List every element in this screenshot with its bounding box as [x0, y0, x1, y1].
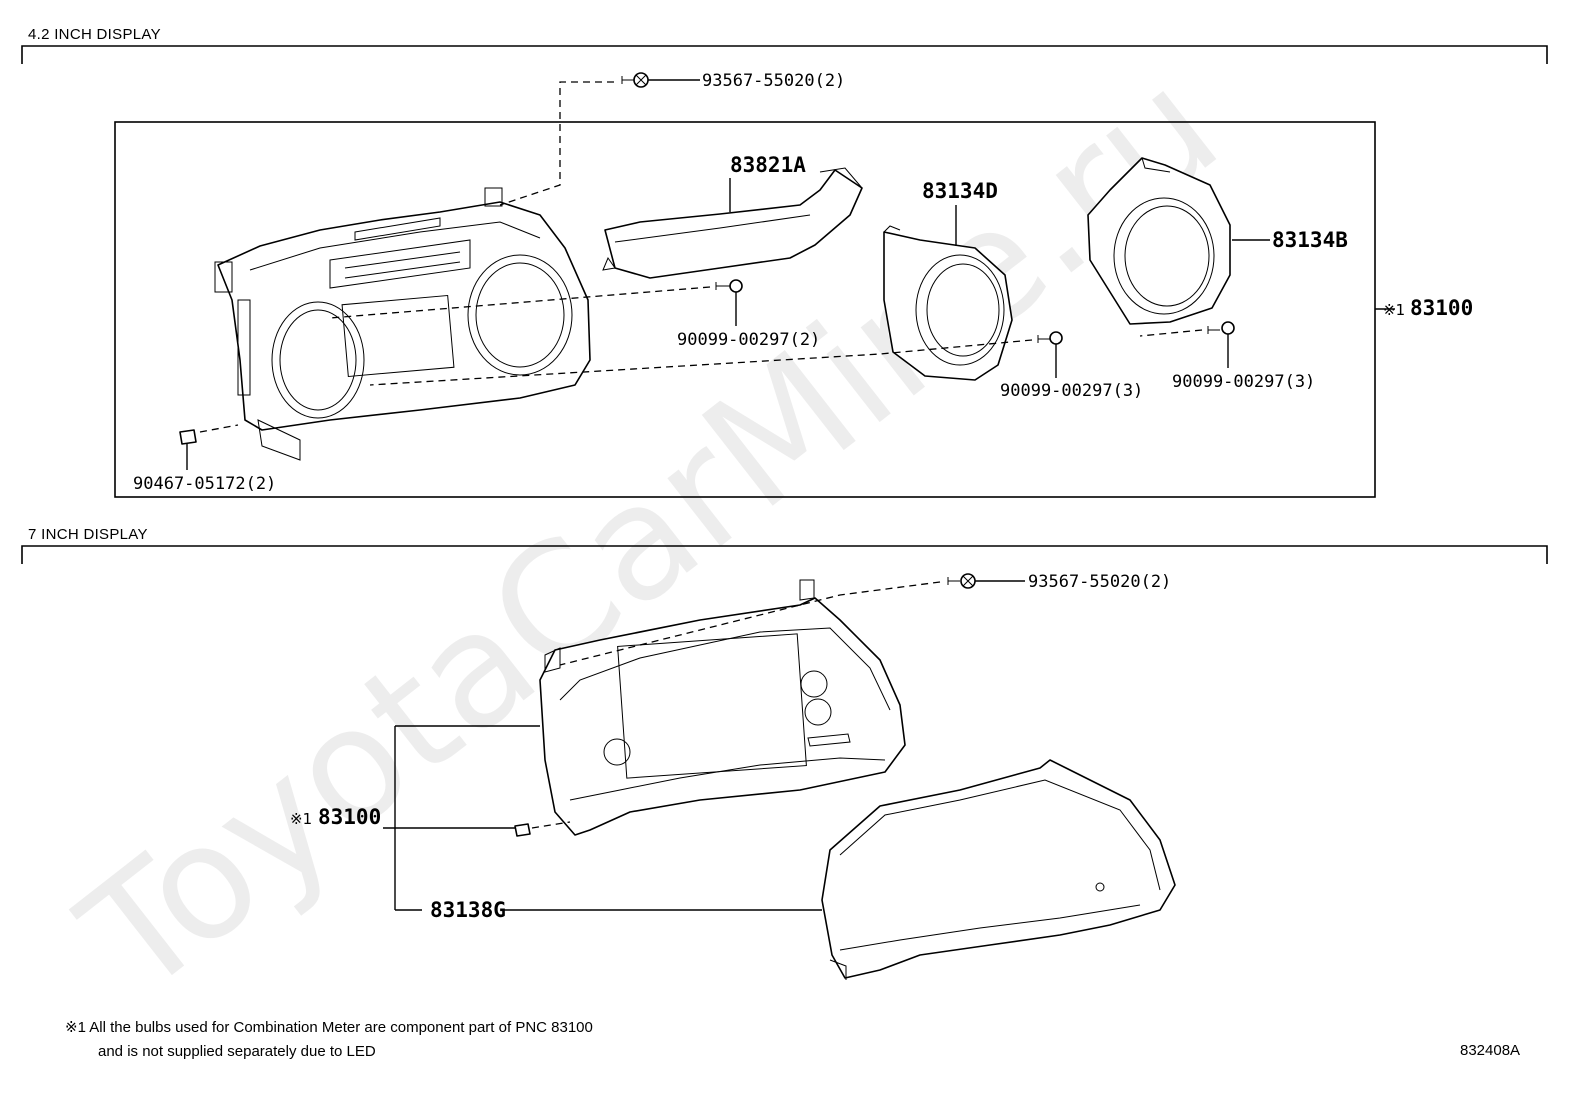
- section-title-7-inch: 7 INCH DISPLAY: [28, 526, 148, 543]
- label-90467-05172: 90467-05172(2): [133, 474, 276, 494]
- screw-bottom-icon: [947, 573, 1025, 589]
- label-83134D: 83134D: [922, 179, 998, 203]
- screw-bezel-icon: [715, 279, 743, 326]
- screw-ring-left-icon: [1037, 331, 1063, 378]
- label-83100-top: 83100: [1410, 296, 1473, 320]
- footnote-line-1: ※1 All the bulbs used for Combination Me…: [65, 1019, 593, 1036]
- screw-top-icon: [621, 72, 700, 88]
- meter-housing-top: [214, 187, 591, 461]
- clip-icon: [179, 429, 197, 470]
- footnote-mark-bottom: ※1: [290, 810, 312, 828]
- footnote-mark-top: ※1: [1383, 301, 1405, 319]
- lens-83138G: [821, 759, 1176, 980]
- label-83100-bottom: 83100: [318, 805, 381, 829]
- footnote-line-2: and is not supplied separately due to LE…: [98, 1043, 376, 1060]
- label-90099-00297-2: 90099-00297(2): [677, 330, 820, 350]
- label-83138G: 83138G: [430, 898, 506, 922]
- section-title-4-2-inch: 4.2 INCH DISPLAY: [28, 26, 161, 43]
- label-83134B: 83134B: [1272, 228, 1348, 252]
- label-93567-55020-top: 93567-55020(2): [702, 71, 845, 91]
- dashed-leaders-bottom: [531, 581, 941, 829]
- bottom-bracket-lines: [383, 725, 822, 911]
- label-90099-00297-3-left: 90099-00297(3): [1000, 381, 1143, 401]
- meter-7-inch: [539, 579, 906, 836]
- clip-bottom-icon: [514, 823, 531, 837]
- ring-83134D: [883, 205, 1013, 381]
- screw-ring-right-icon: [1207, 321, 1235, 368]
- label-93567-55020-bottom: 93567-55020(2): [1028, 572, 1171, 592]
- figure-code: 832408A: [1460, 1042, 1521, 1059]
- ring-83134B: [1087, 157, 1270, 325]
- label-90099-00297-3-right: 90099-00297(3): [1172, 372, 1315, 392]
- dashed-leaders-top: [199, 81, 1203, 433]
- section-bracket-bottom: [21, 545, 1548, 564]
- section-bracket-top: [21, 45, 1548, 64]
- label-83821A: 83821A: [730, 153, 806, 177]
- center-bezel-83821A: [602, 167, 863, 279]
